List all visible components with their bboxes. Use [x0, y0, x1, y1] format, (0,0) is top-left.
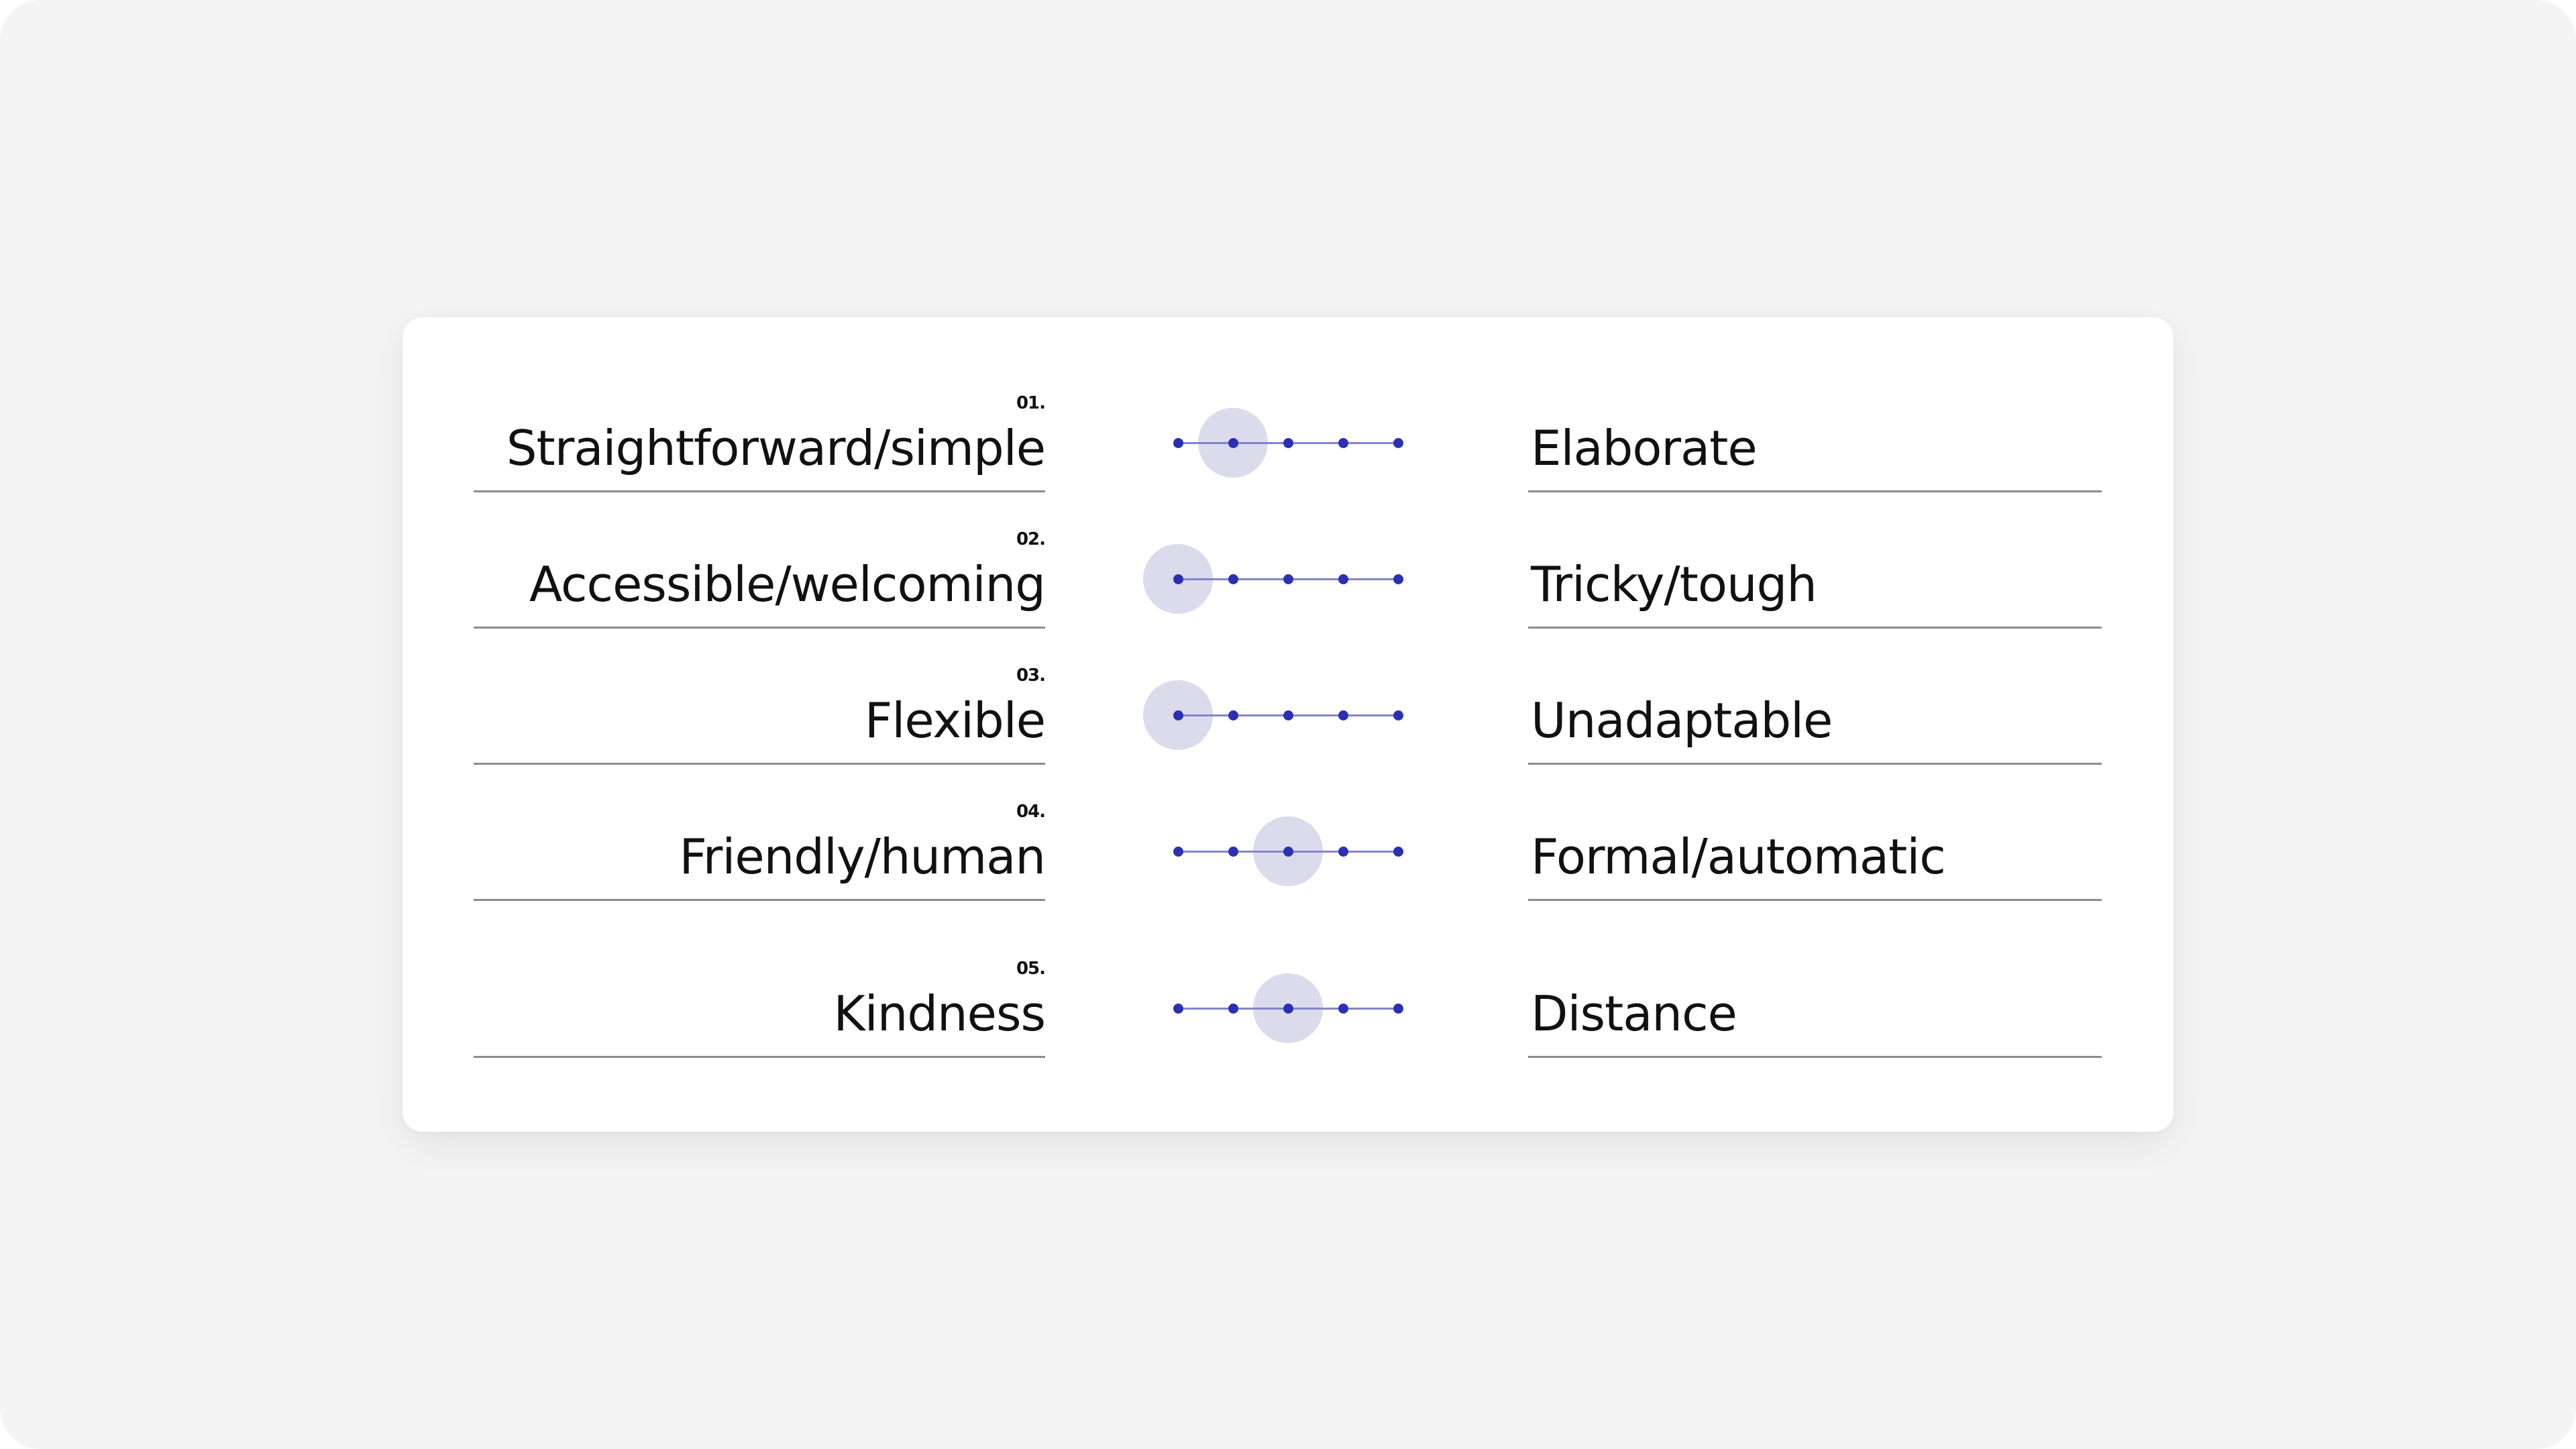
scale-row-4: 04. Friendly/human Formal/automatic [402, 767, 2174, 901]
scale-row-5: 05. Kindness Distance [402, 924, 2174, 1058]
rating-scale[interactable] [1167, 924, 1422, 1058]
scale-point[interactable] [1228, 710, 1238, 720]
row-number: 04. [1016, 802, 1046, 822]
scale-point[interactable] [1338, 847, 1348, 857]
scale-point[interactable] [1338, 1004, 1348, 1014]
right-label-cell: Tricky/tough [1528, 494, 2102, 629]
scale-point[interactable] [1228, 1004, 1238, 1014]
scale-point[interactable] [1283, 710, 1293, 720]
left-label-cell: 04. Friendly/human [474, 767, 1046, 901]
scale-point[interactable] [1283, 574, 1293, 584]
right-label: Distance [1531, 985, 1737, 1042]
right-label-cell: Elaborate [1528, 358, 2102, 492]
rating-scale[interactable] [1143, 631, 1422, 765]
left-label: Friendly/human [679, 828, 1046, 885]
scale-point[interactable] [1338, 710, 1348, 720]
left-label-cell: 01. Straightforward/simple [474, 358, 1046, 492]
left-label-cell: 02. Accessible/welcoming [474, 494, 1046, 629]
scale-point[interactable] [1283, 847, 1293, 857]
row-number: 02. [1016, 529, 1046, 549]
scale-point[interactable] [1393, 710, 1403, 720]
right-label: Elaborate [1531, 420, 1758, 476]
left-label: Accessible/welcoming [529, 556, 1046, 612]
rating-scale[interactable] [1167, 358, 1422, 492]
scale-row-2: 02. Accessible/welcoming Tricky/tough [402, 494, 2174, 629]
scale-point[interactable] [1283, 438, 1293, 448]
rating-scale[interactable] [1143, 494, 1422, 629]
scale-point[interactable] [1228, 847, 1238, 857]
scale-point[interactable] [1228, 438, 1238, 448]
scale-point[interactable] [1173, 847, 1183, 857]
row-number: 05. [1016, 959, 1046, 979]
scale-point[interactable] [1393, 847, 1403, 857]
scale-point[interactable] [1173, 438, 1183, 448]
row-number: 01. [1016, 393, 1046, 413]
scale-point[interactable] [1393, 574, 1403, 584]
row-number: 03. [1016, 665, 1046, 686]
right-label: Unadaptable [1531, 692, 1833, 749]
scale-row-3: 03. Flexible Unadaptable [402, 631, 2174, 765]
left-label-cell: 05. Kindness [474, 924, 1046, 1058]
rating-scale[interactable] [1167, 767, 1422, 901]
right-label-cell: Formal/automatic [1528, 767, 2102, 901]
scale-point[interactable] [1228, 574, 1238, 584]
scale-point[interactable] [1173, 710, 1183, 720]
right-label-cell: Distance [1528, 924, 2102, 1058]
left-label: Straightforward/simple [506, 420, 1046, 476]
scale-point[interactable] [1393, 1004, 1403, 1014]
right-label: Tricky/tough [1531, 556, 1817, 612]
scale-row-1: 01. Straightforward/simple Elaborate [402, 358, 2174, 492]
scale-point[interactable] [1283, 1004, 1293, 1014]
left-label: Kindness [833, 985, 1046, 1042]
left-label: Flexible [864, 692, 1046, 749]
scale-point[interactable] [1173, 1004, 1183, 1014]
left-label-cell: 03. Flexible [474, 631, 1046, 765]
scale-point[interactable] [1393, 438, 1403, 448]
right-label: Formal/automatic [1531, 828, 1946, 885]
scale-point[interactable] [1338, 574, 1348, 584]
scale-point[interactable] [1338, 438, 1348, 448]
semantic-differential-card: 01. Straightforward/simple Elaborate 02.… [402, 317, 2174, 1132]
scale-point[interactable] [1173, 574, 1183, 584]
right-label-cell: Unadaptable [1528, 631, 2102, 765]
